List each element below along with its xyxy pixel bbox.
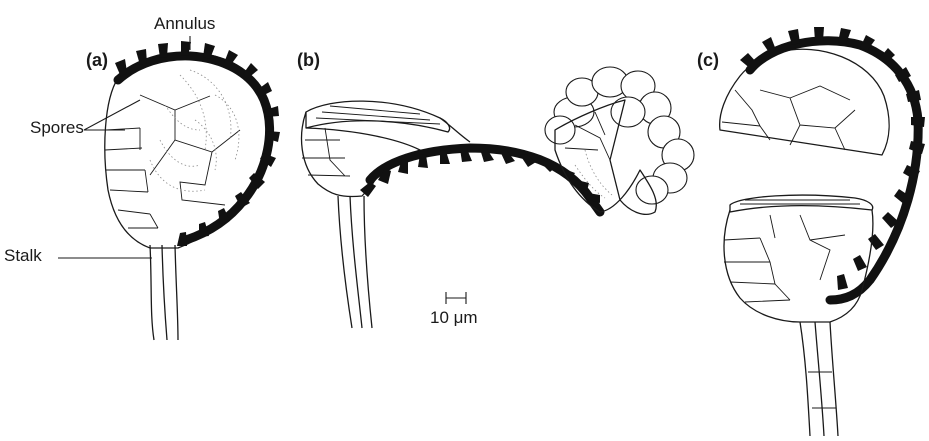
scale-bar bbox=[446, 292, 466, 304]
spores-a bbox=[150, 70, 239, 191]
wall-cells-b bbox=[302, 128, 350, 176]
stalk-a bbox=[150, 245, 178, 340]
capsule-a-outline bbox=[105, 54, 269, 248]
stalk-b bbox=[338, 196, 372, 328]
spores-b bbox=[545, 67, 694, 204]
annulus-c bbox=[750, 41, 918, 300]
panel-a-label: (a) bbox=[86, 50, 108, 71]
annulus-b-cells bbox=[360, 149, 600, 203]
annulus-label: Annulus bbox=[154, 14, 215, 34]
lower-half-c bbox=[724, 210, 873, 322]
stalk-label: Stalk bbox=[4, 246, 42, 266]
panel-b-label: (b) bbox=[297, 50, 320, 71]
spores-label: Spores bbox=[30, 118, 84, 138]
stalk-c bbox=[800, 322, 838, 436]
scale-bar-label: 10 μm bbox=[430, 308, 478, 328]
sporangium-a bbox=[58, 36, 280, 340]
lower-cells-c bbox=[724, 215, 845, 302]
sporangium-b bbox=[302, 67, 694, 328]
sporangium-c bbox=[720, 27, 925, 436]
panel-c-label: (c) bbox=[697, 50, 719, 71]
